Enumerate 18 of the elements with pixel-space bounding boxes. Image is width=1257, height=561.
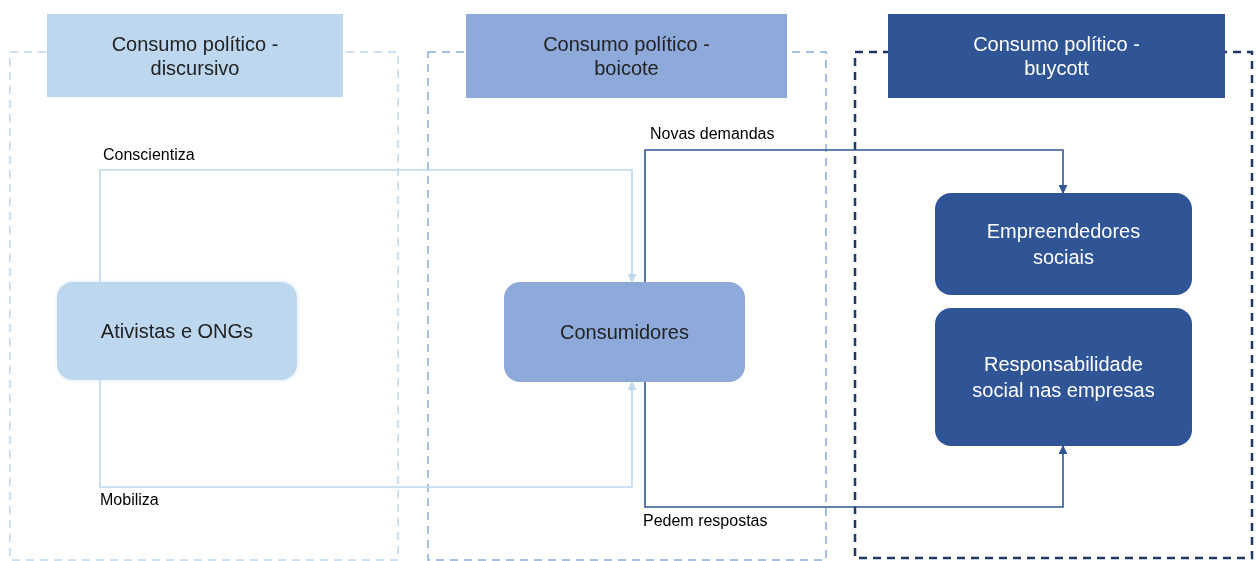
- connector-arrow: [644, 149, 1068, 283]
- edge-label: Conscientiza: [103, 146, 195, 164]
- connector-arrow: [99, 379, 637, 488]
- process-box: Responsabilidade social nas empresas: [935, 308, 1192, 446]
- connector-arrow: [99, 169, 637, 283]
- column-header: Consumo político - boicote: [466, 14, 787, 98]
- edge-label: Mobiliza: [100, 491, 159, 509]
- edge-label: Novas demandas: [650, 125, 775, 143]
- edge-label: Pedem respostas: [643, 512, 768, 530]
- process-box: Ativistas e ONGs: [57, 282, 297, 380]
- column-region: [855, 14, 1252, 558]
- column-region: [10, 14, 398, 560]
- column-region: [428, 14, 826, 560]
- process-box: Empreendedores sociais: [935, 193, 1192, 295]
- connector-arrow: [644, 381, 1068, 508]
- column-header: Consumo político - buycott: [888, 14, 1225, 98]
- process-box: Consumidores: [504, 282, 745, 382]
- column-header: Consumo político - discursivo: [47, 14, 343, 97]
